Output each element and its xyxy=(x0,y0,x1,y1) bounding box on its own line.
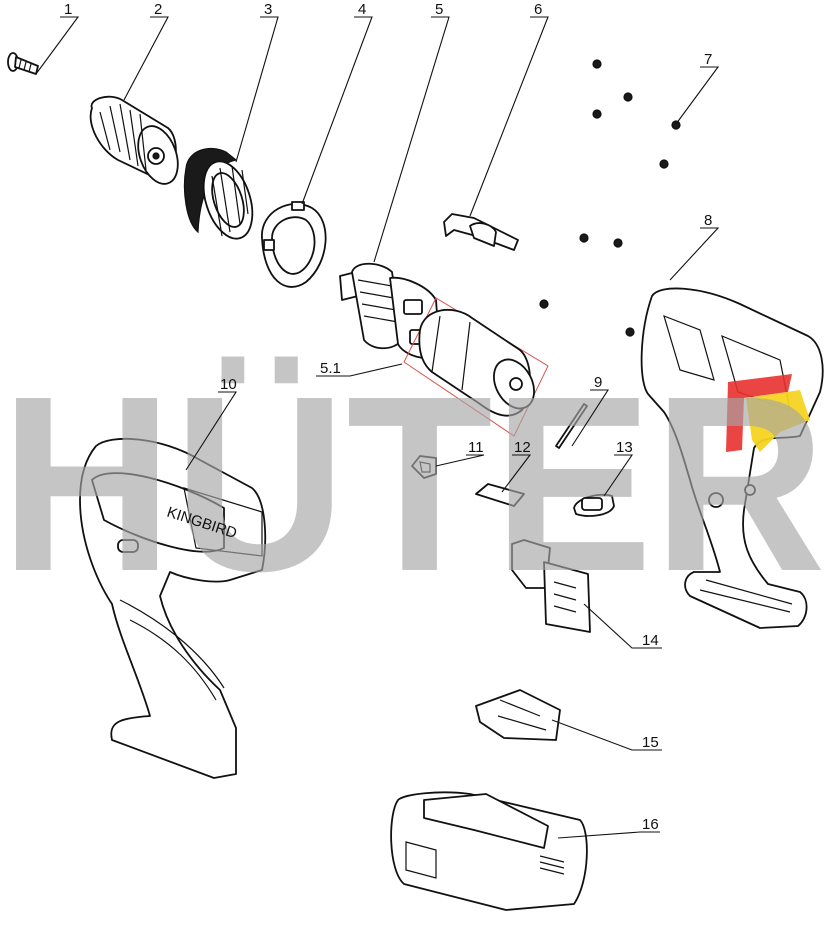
label-4: 4 xyxy=(358,1,366,18)
label-15: 15 xyxy=(642,734,659,751)
label-5-1: 5.1 xyxy=(320,360,341,377)
part-6-switch-cover[interactable] xyxy=(443,213,519,251)
part-12-plate[interactable] xyxy=(475,483,525,507)
label-7: 7 xyxy=(704,51,712,68)
part-5-1-motor[interactable] xyxy=(403,297,549,437)
label-6: 6 xyxy=(534,1,542,18)
label-11: 11 xyxy=(468,439,484,456)
label-2: 2 xyxy=(154,1,162,18)
part-16-battery[interactable] xyxy=(390,791,588,911)
watermark-text: HÜTER xyxy=(0,344,826,623)
label-8: 8 xyxy=(704,212,712,229)
huter-watermark: HÜTER xyxy=(0,344,826,623)
part-1-screw[interactable] xyxy=(7,52,39,75)
part-7-screws[interactable] xyxy=(539,59,681,337)
label-14: 14 xyxy=(642,632,659,649)
part-10-left-housing[interactable] xyxy=(79,437,267,779)
part-13-led[interactable] xyxy=(573,493,615,517)
part-3-clutch-ring[interactable] xyxy=(183,147,262,245)
part-labels: 1 2 3 4 5 6 7 8 5.1 9 10 11 12 13 14 15 … xyxy=(64,1,712,833)
part-15-terminal-block[interactable] xyxy=(475,689,561,741)
part-9-pin[interactable] xyxy=(555,403,588,449)
label-13: 13 xyxy=(616,439,633,456)
label-12: 12 xyxy=(514,439,531,456)
label-9: 9 xyxy=(594,374,602,391)
part-8-right-housing[interactable] xyxy=(640,287,824,629)
label-3: 3 xyxy=(264,1,272,18)
part-4-ring[interactable] xyxy=(261,201,327,288)
label-5: 5 xyxy=(435,1,443,18)
label-1: 1 xyxy=(64,1,72,18)
label-16: 16 xyxy=(642,816,659,833)
part-2-chuck[interactable] xyxy=(89,95,186,190)
label-10: 10 xyxy=(220,376,237,393)
part-14-switch[interactable] xyxy=(511,539,591,633)
leader-lines xyxy=(35,16,720,839)
